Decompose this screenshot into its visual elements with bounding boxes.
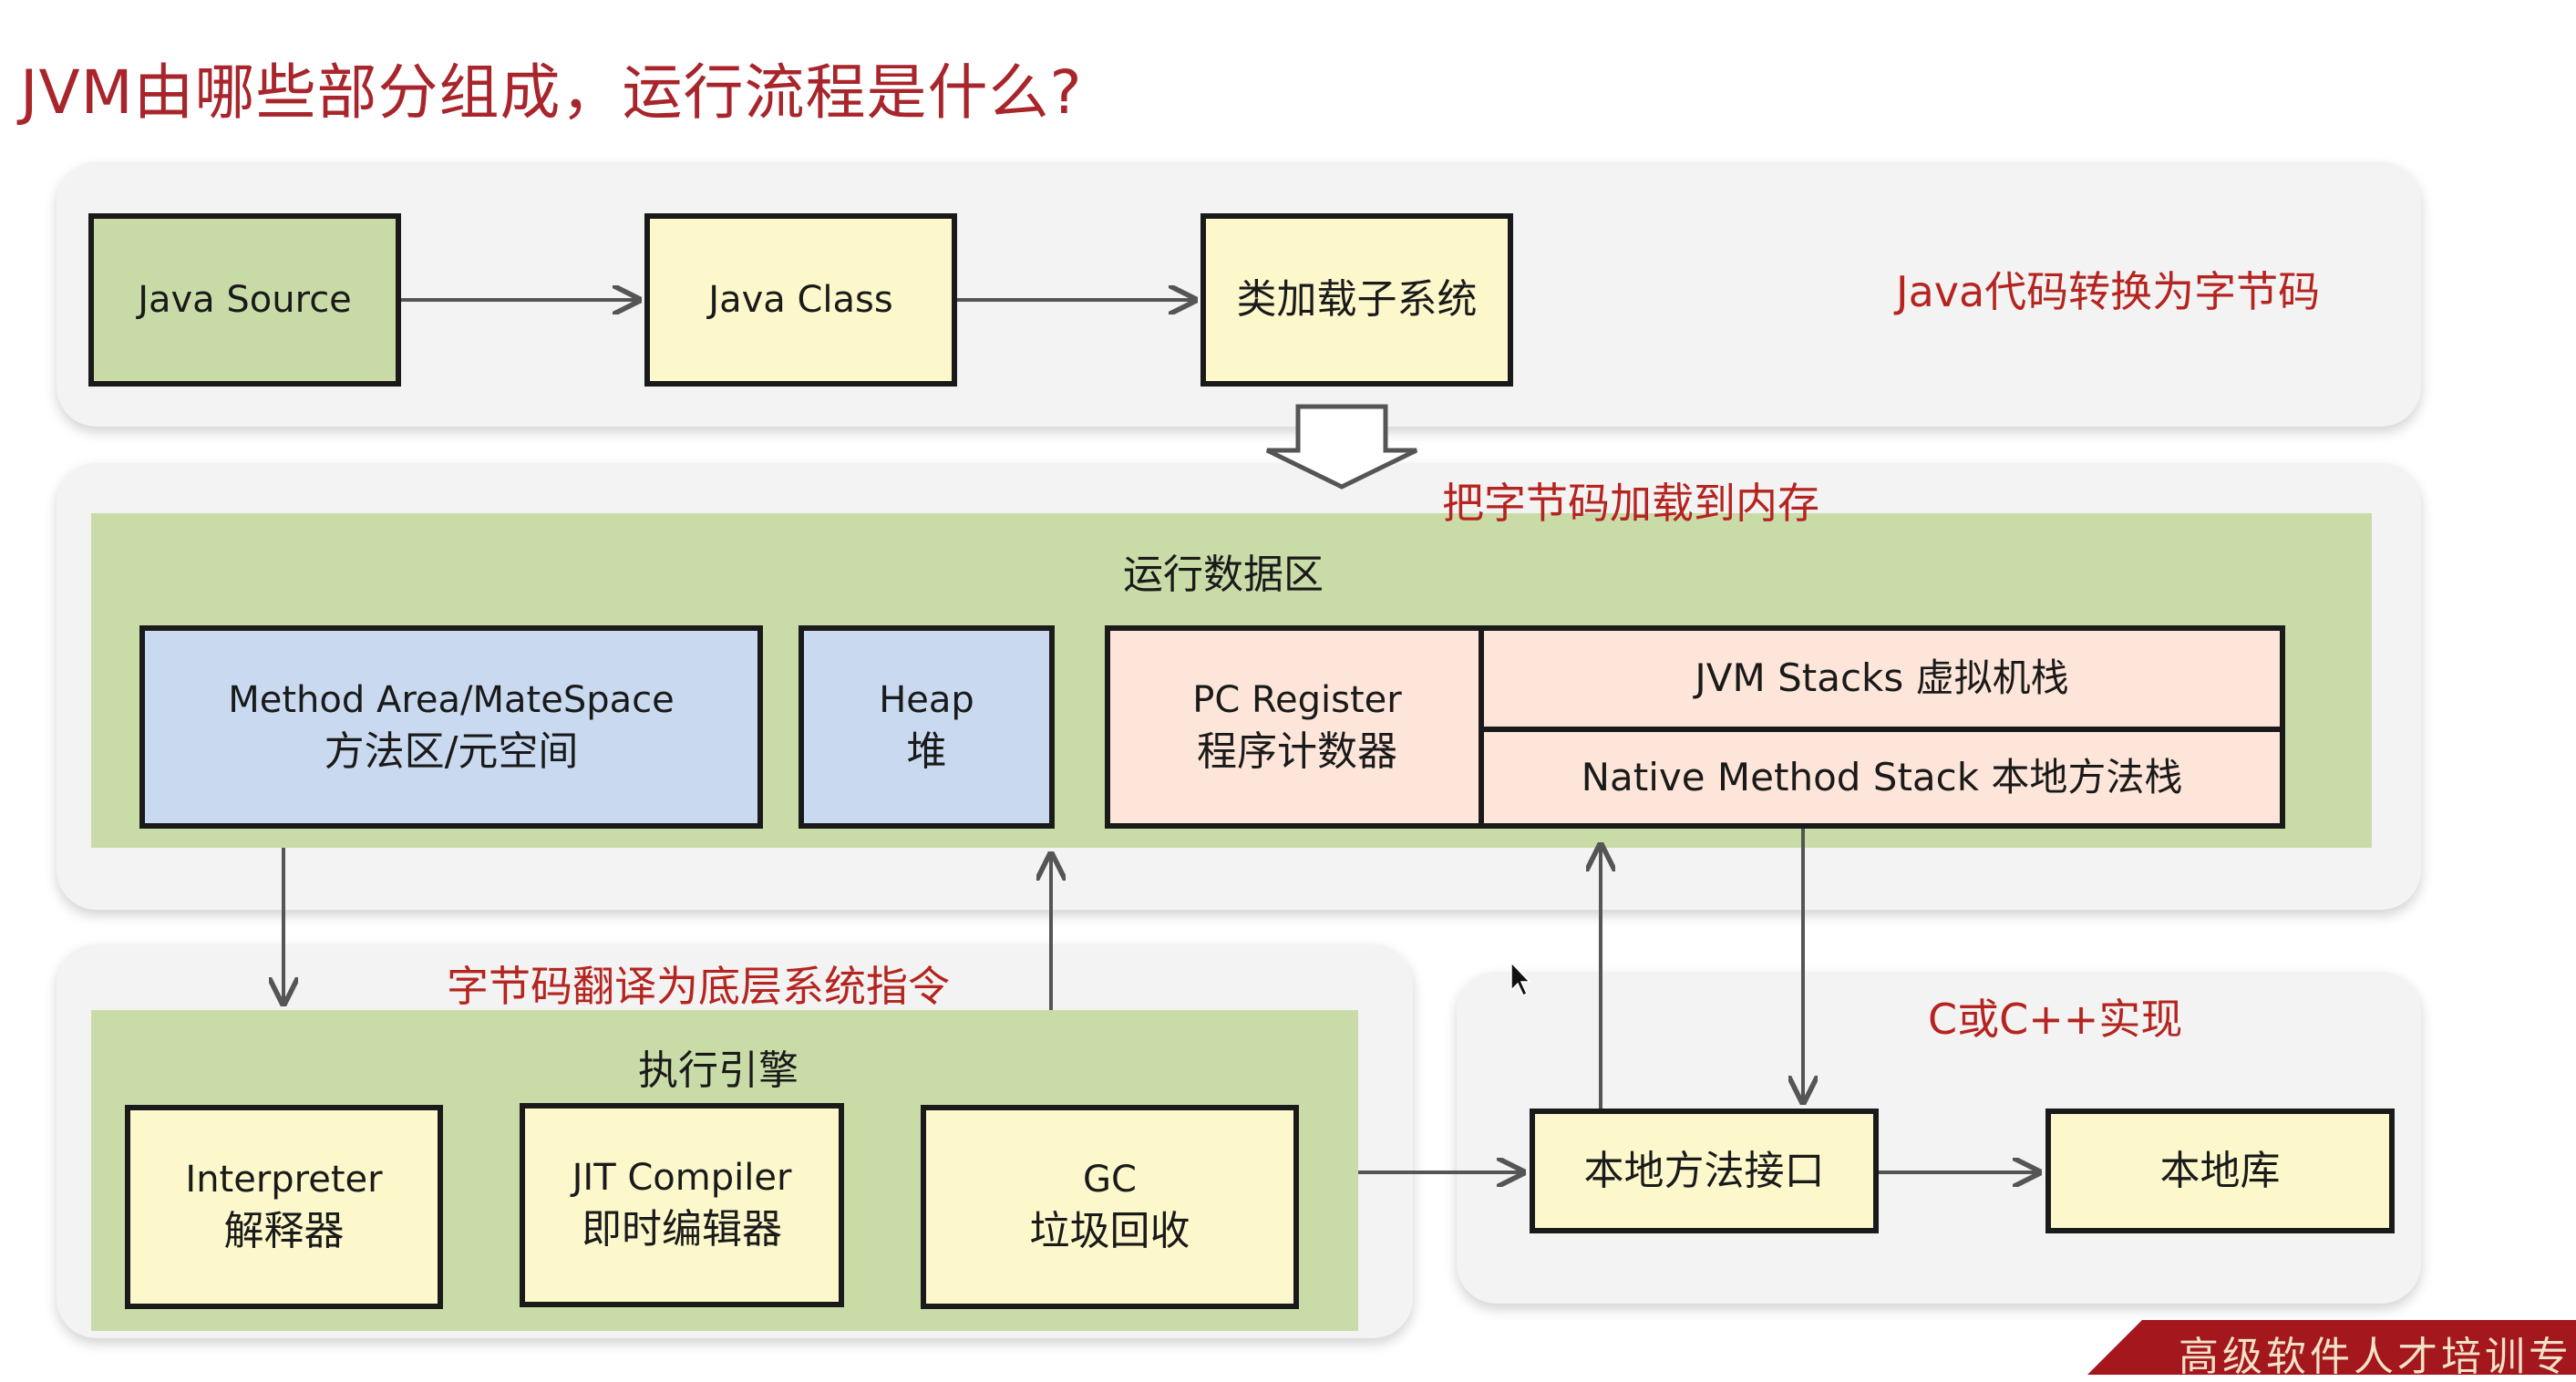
jit-compiler-box: JIT Compiler 即时编辑器 [520, 1103, 844, 1307]
load-to-memory-label: 把字节码加载到内存 [1442, 479, 1819, 528]
native-library-label: 本地库 [2159, 1147, 2281, 1194]
interpreter-en: Interpreter [185, 1159, 383, 1202]
native-method-stack-label: Native Method Stack 本地方法栈 [1581, 754, 2183, 799]
native-interface-label: 本地方法接口 [1583, 1147, 1825, 1194]
method-area-en: Method Area/MateSpace [228, 678, 675, 721]
class-loader-box: 类加载子系统 [1200, 213, 1513, 387]
load-down-arrow-icon [1265, 404, 1418, 490]
pc-register-cn: 程序计数器 [1197, 727, 1397, 775]
gc-box: GC 垃圾回收 [921, 1105, 1299, 1309]
method-area-box: Method Area/MateSpace 方法区/元空间 [139, 625, 763, 829]
interpreter-box: Interpreter 解释器 [125, 1105, 443, 1309]
heap-en: Heap [879, 678, 974, 721]
c-cpp-label: C或C++实现 [1928, 995, 2183, 1044]
java-class-box: Java Class [644, 213, 957, 387]
page-title: JVM由哪些部分组成，运行流程是什么? [20, 57, 1083, 128]
jvm-stacks-label: JVM Stacks 虚拟机栈 [1695, 655, 2069, 701]
execution-engine-title: 执行引擎 [638, 1047, 799, 1094]
gc-en: GC [1083, 1159, 1137, 1202]
interpreter-cn: 解释器 [223, 1208, 345, 1255]
native-library-box: 本地库 [2045, 1109, 2395, 1233]
gc-cn: 垃圾回收 [1029, 1208, 1190, 1255]
bytecode-translation-label: 字节码翻译为底层系统指令 [447, 962, 950, 1011]
native-method-stack-box: Native Method Stack 本地方法栈 [1479, 727, 2285, 829]
java-source-label: Java Source [138, 279, 352, 321]
heap-box: Heap 堆 [799, 625, 1055, 829]
jit-compiler-en: JIT Compiler [572, 1157, 792, 1200]
runtime-area-title: 运行数据区 [1123, 552, 1324, 598]
mouse-cursor-icon [1510, 961, 1531, 997]
java-class-label: Java Class [708, 279, 893, 321]
heap-cn: 堆 [906, 727, 947, 775]
bytecode-conversion-label: Java代码转换为字节码 [1896, 267, 2321, 316]
java-source-box: Java Source [88, 213, 401, 387]
native-interface-box: 本地方法接口 [1530, 1109, 1879, 1233]
class-loader-label: 类加载子系统 [1236, 276, 1478, 324]
footer-banner: 高级软件人才培训专 [2087, 1320, 2576, 1375]
jit-compiler-cn: 即时编辑器 [582, 1206, 782, 1253]
pc-register-box: PC Register 程序计数器 [1105, 625, 1484, 829]
method-area-cn: 方法区/元空间 [324, 727, 579, 775]
pc-register-en: PC Register [1192, 678, 1402, 721]
